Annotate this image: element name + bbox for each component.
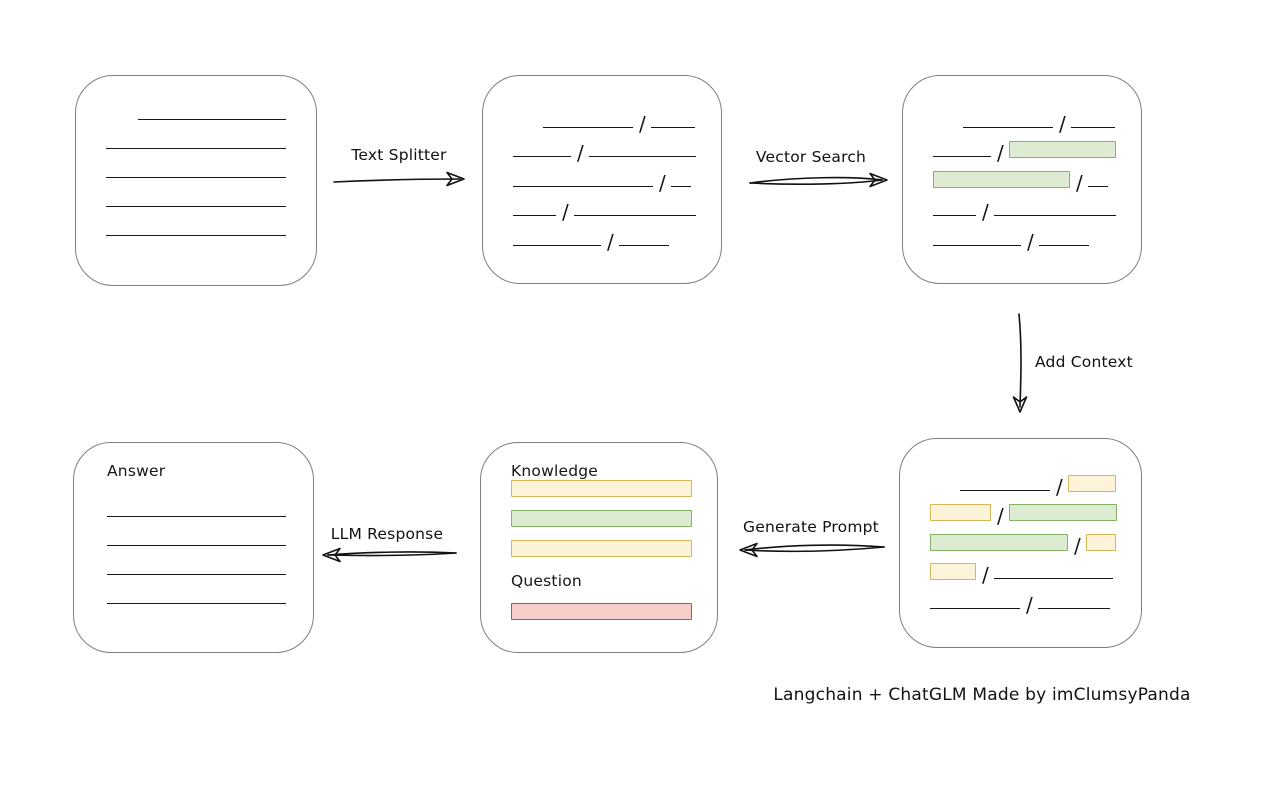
slash-separator: / — [982, 563, 989, 587]
slash-separator: / — [997, 141, 1004, 165]
text-line-segment — [588, 156, 696, 157]
chunk-row: / — [930, 580, 1141, 615]
document-lines — [76, 119, 316, 236]
diagram-caption: Langchain + ChatGLM Made by imClumsyPand… — [773, 685, 1191, 705]
question-label: Question — [511, 572, 582, 590]
text-line — [106, 148, 286, 149]
chunk-row: / — [513, 217, 721, 252]
text-line-segment — [963, 126, 1053, 128]
text-line-segment — [933, 215, 976, 216]
text-splitter-label: Text Splitter — [351, 146, 447, 164]
answer-label: Answer — [107, 462, 166, 480]
prompt-box: Knowledge Question — [480, 442, 718, 653]
text-splitter-arrow — [333, 171, 465, 187]
text-line-segment — [960, 489, 1050, 491]
slash-separator: / — [1059, 111, 1066, 136]
slash-separator: / — [607, 229, 614, 254]
chunk-row: / — [933, 188, 1141, 224]
text-line — [106, 235, 286, 236]
chunk-row: / — [513, 188, 721, 224]
text-line-segment — [930, 607, 1020, 609]
text-line-segment — [1087, 185, 1108, 187]
text-line-segment — [993, 578, 1113, 579]
chunk-row: / — [933, 99, 1141, 134]
green-chunk — [1008, 141, 1116, 158]
text-line-segment — [543, 126, 633, 128]
chunk-row: / — [933, 129, 1141, 165]
text-line-segment — [933, 244, 1021, 246]
yellow-knowledge-bar — [511, 480, 692, 497]
chunk-row: / — [513, 99, 721, 134]
generate-prompt-label: Generate Prompt — [743, 518, 879, 536]
text-line — [106, 177, 286, 178]
add-context-arrow — [1012, 313, 1028, 413]
generate-prompt-arrow — [739, 542, 885, 558]
knowledge-label: Knowledge — [511, 462, 599, 480]
slash-separator: / — [997, 504, 1004, 528]
text-line-segment — [513, 185, 653, 187]
text-line-segment — [513, 215, 556, 216]
text-line — [107, 574, 286, 575]
context-added-rows: / / / / / — [900, 439, 1141, 615]
green-chunk — [1008, 504, 1117, 521]
chunk-row: / — [930, 462, 1141, 497]
text-line-segment — [933, 156, 991, 157]
chunk-row: / — [933, 217, 1141, 252]
yellow-knowledge-bar — [511, 540, 692, 557]
document-box — [75, 75, 317, 286]
chunk-row: / — [930, 521, 1141, 556]
text-line-segment — [650, 126, 695, 128]
green-knowledge-bar — [511, 510, 692, 527]
slash-separator: / — [562, 200, 569, 224]
vector-matched-rows: / / / / / — [903, 76, 1141, 252]
slash-separator: / — [639, 111, 646, 136]
chunk-row: / — [933, 158, 1141, 193]
text-line — [107, 516, 286, 517]
vector-matched-box: / / / / / — [902, 75, 1142, 284]
slash-separator: / — [1027, 229, 1034, 254]
answer-lines — [107, 516, 286, 604]
chunk-row: / — [513, 129, 721, 165]
text-line — [138, 119, 286, 120]
vector-search-label: Vector Search — [755, 148, 867, 166]
knowledge-bars — [511, 480, 692, 557]
llm-response-label: LLM Response — [330, 525, 444, 543]
text-line-segment — [1070, 126, 1115, 128]
text-line-segment — [573, 215, 696, 216]
slash-separator: / — [1056, 474, 1063, 499]
text-line — [106, 206, 286, 207]
slash-separator: / — [1074, 533, 1081, 558]
split-text-rows: / / / / / — [483, 76, 721, 252]
text-line-segment — [993, 215, 1116, 216]
vector-search-arrow — [749, 172, 888, 188]
add-context-label: Add Context — [1035, 353, 1133, 371]
green-chunk — [930, 533, 1068, 551]
slash-separator: / — [1076, 170, 1083, 195]
chunk-row: / — [930, 492, 1141, 528]
yellow-chunk — [930, 563, 976, 580]
chunk-row: / — [930, 551, 1141, 587]
slash-separator: / — [1026, 592, 1033, 617]
text-line-segment — [1037, 607, 1110, 609]
text-line-segment — [513, 156, 571, 157]
chunk-row: / — [513, 158, 721, 193]
text-line-segment — [1038, 244, 1089, 246]
text-line-segment — [618, 244, 669, 246]
yellow-chunk — [930, 504, 991, 521]
text-line-segment — [670, 185, 691, 187]
answer-box: Answer — [73, 442, 314, 653]
slash-separator: / — [659, 170, 666, 195]
llm-response-arrow — [322, 547, 457, 563]
yellow-chunk — [1067, 474, 1116, 492]
text-line — [107, 603, 286, 604]
text-line-segment — [513, 244, 601, 246]
slash-separator: / — [982, 200, 989, 224]
green-chunk — [933, 170, 1070, 188]
split-text-box: / / / / / — [482, 75, 722, 284]
yellow-chunk — [1085, 533, 1116, 551]
slash-separator: / — [577, 141, 584, 165]
text-line — [107, 545, 286, 546]
context-added-box: / / / / / — [899, 438, 1142, 648]
question-bar — [511, 603, 692, 620]
